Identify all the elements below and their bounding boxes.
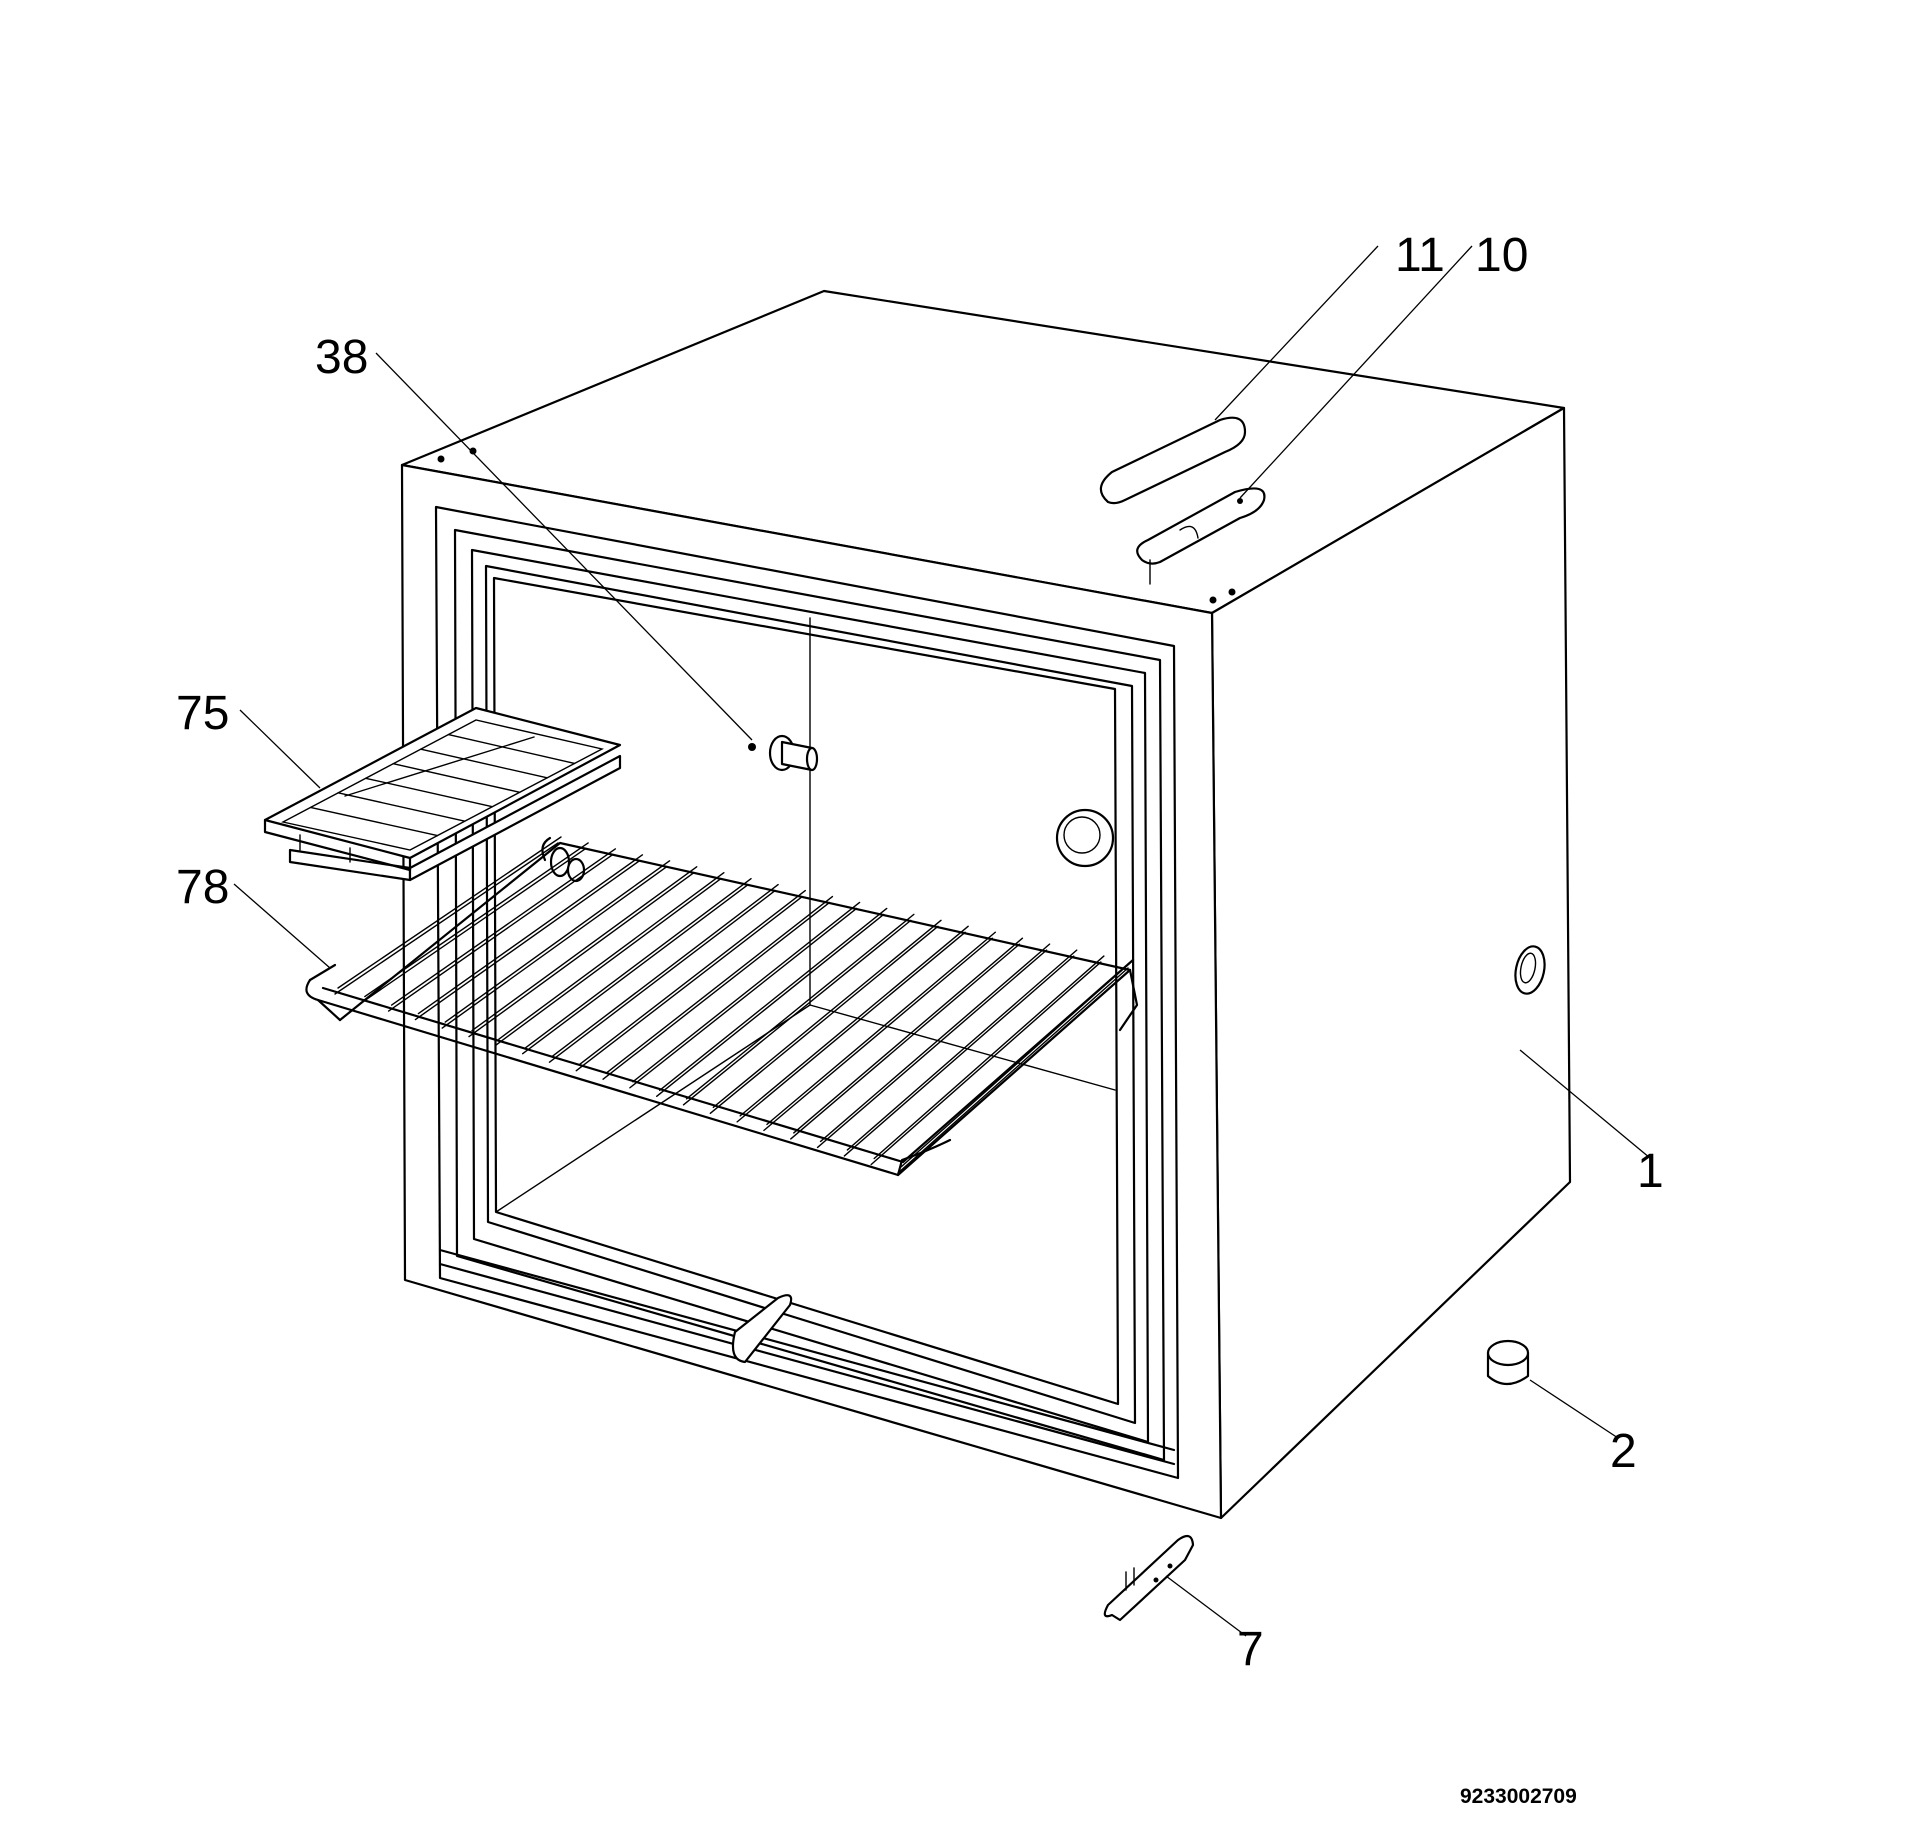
shelf-rod [578, 889, 806, 1066]
callout-78: 78 [176, 861, 229, 914]
ice-tray-part-75 [263, 706, 622, 882]
callout-75: 75 [176, 687, 229, 740]
shelf-rod [498, 872, 725, 1040]
shelf-rod [709, 925, 939, 1115]
shelf-rod [361, 848, 586, 1004]
tray-cell-divider [337, 792, 466, 822]
shelf-rod [736, 931, 966, 1123]
shelf-rod [605, 895, 834, 1074]
document-number: 9233002709 [1460, 1785, 1577, 1808]
shelf-rod [682, 919, 912, 1106]
shelf-rod [873, 955, 1105, 1160]
shelf-rod [471, 866, 698, 1032]
shelf-rod [793, 937, 1024, 1134]
tray-cell-divider [365, 777, 493, 808]
shelf-rod [602, 901, 831, 1080]
shelf-rod [659, 907, 888, 1091]
shelf-rod [819, 943, 1051, 1143]
top-handle-part-11 [1099, 416, 1247, 505]
shelf-rod [524, 877, 752, 1049]
foot-part-2 [1486, 1339, 1530, 1386]
shelf-rod [548, 889, 776, 1063]
shelf-rod [766, 931, 996, 1126]
shelf-rod [390, 848, 616, 1006]
shelf-rod [575, 895, 803, 1072]
cabinet-housing [400, 289, 1572, 1520]
shelf-rod [417, 854, 644, 1015]
shelf-rod [843, 955, 1075, 1157]
shelf-rod [763, 937, 993, 1132]
shelf-rod [364, 842, 589, 998]
callout-2: 2 [1610, 1425, 1637, 1478]
shelf-rod [685, 913, 915, 1100]
shelf-rod [444, 860, 671, 1023]
wire-shelf-part-78 [305, 836, 1139, 1177]
shelf-rod [334, 842, 559, 995]
callout-11: 11 [1395, 229, 1445, 282]
shelf-rod [521, 883, 749, 1055]
shelf-rod [897, 967, 1129, 1174]
tray-cell-divider [420, 748, 548, 779]
tray-cell-divider [447, 733, 576, 765]
shelf-rod [495, 878, 722, 1046]
shelf-rod [712, 919, 942, 1109]
callout-7: 7 [1237, 1623, 1264, 1676]
shelf-rod [468, 872, 695, 1038]
shelf-rod [414, 860, 641, 1021]
callout-1: 1 [1637, 1145, 1664, 1198]
shelf-rod [387, 854, 613, 1012]
shelf-rod [337, 836, 562, 989]
shelf-rod [551, 883, 779, 1057]
top-hinge-part-10 [1136, 487, 1266, 585]
shelf-rod [441, 866, 668, 1029]
callout-10: 10 [1475, 229, 1528, 282]
shelf-rod [816, 949, 1048, 1149]
tray-cell-divider [392, 763, 521, 793]
shelf-rod [629, 907, 858, 1089]
shelf-rod [900, 961, 1132, 1168]
shelf-rod [790, 943, 1021, 1140]
tray-cell-divider [309, 806, 439, 837]
shelf-rod [870, 961, 1102, 1166]
shelf-rod [739, 925, 969, 1117]
interior-pin-part-38 [748, 734, 819, 772]
lower-hinge-part-7 [1103, 1534, 1195, 1622]
leader-lines [233, 245, 1651, 1637]
callout-38: 38 [315, 331, 368, 384]
shelf-rod [632, 901, 861, 1083]
shelf-rod [656, 913, 885, 1097]
shelf-rod [846, 949, 1078, 1151]
